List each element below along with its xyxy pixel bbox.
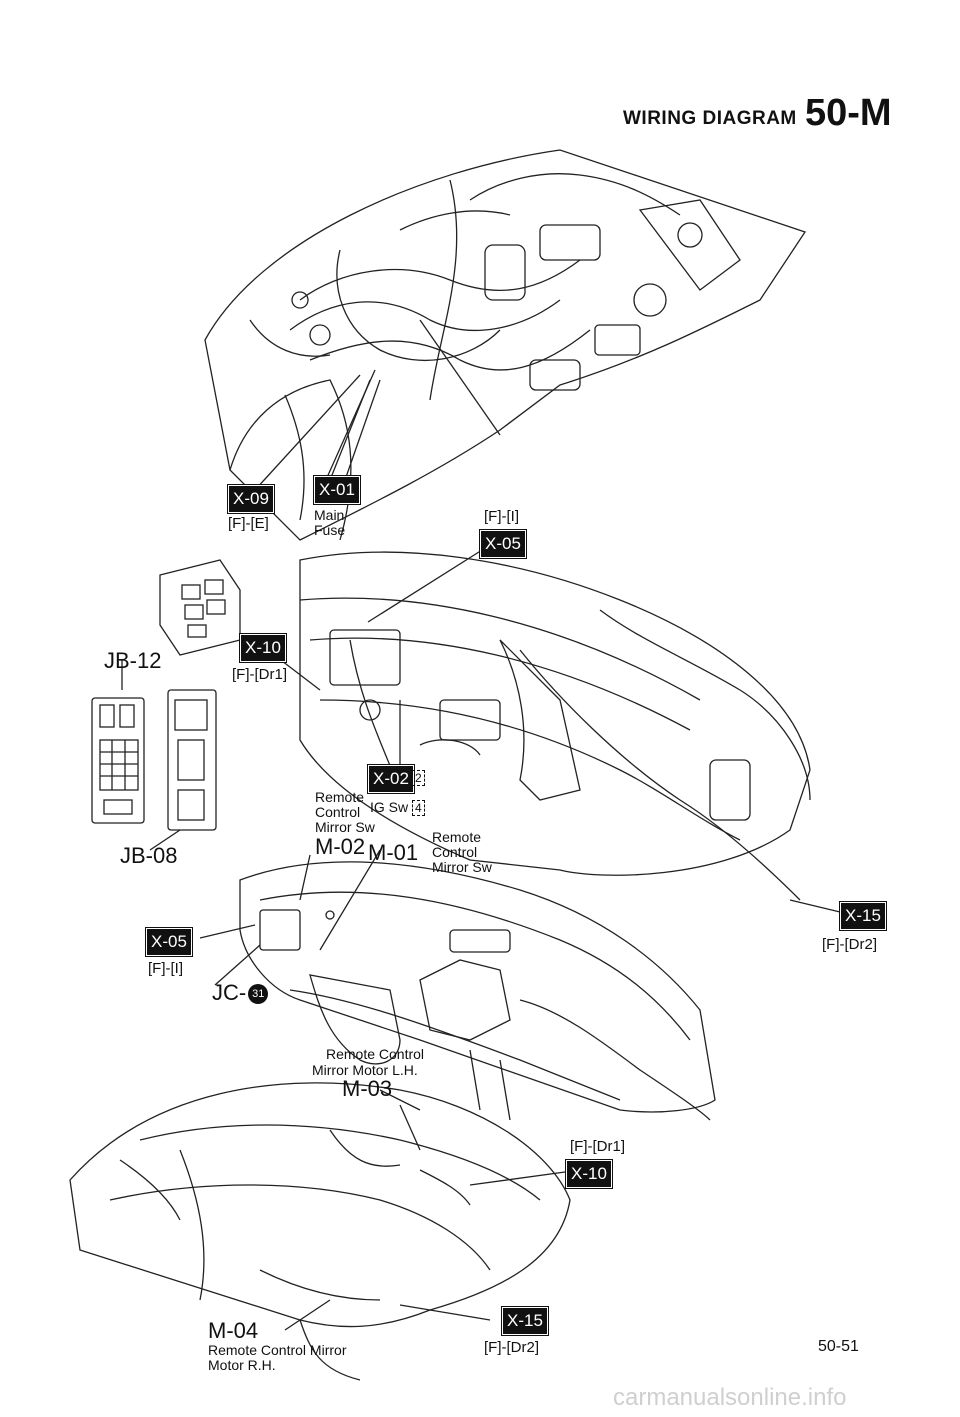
joint-connector-jc: JC-31 (212, 980, 269, 1006)
connector-badge-x05-left: X-05 (145, 927, 193, 957)
m04-label-line1: Remote Control Mirror (208, 1342, 347, 1358)
connector-ref-x09: [F]-[E] (228, 515, 269, 532)
connector-ref-x15-right: [F]-[Dr2] (822, 936, 877, 953)
connector-m03: M-03 (342, 1076, 393, 1101)
connector-badge-x05-top: X-05 (479, 529, 527, 559)
rear-body-drawing (69, 1082, 571, 1381)
m01-label-line1: Remote (432, 829, 482, 845)
connector-ref-x10-low: [F]-[Dr1] (570, 1138, 625, 1155)
instrument-panel-drawing (299, 551, 811, 901)
connector-m02: M-02 (315, 834, 366, 859)
m04-label-line2: Motor R.H. (208, 1357, 276, 1373)
m02-label-line1: Remote (315, 789, 365, 805)
main-fuse-label-2: Fuse (314, 522, 346, 538)
junction-block-jb08-label: JB-08 (120, 843, 178, 868)
junction-block-jb12-label: JB-12 (104, 648, 162, 673)
connector-badge-x10-low: X-10 (565, 1159, 613, 1189)
x02-pin-2: 2 (412, 770, 425, 786)
m02-label-line3: Mirror Sw (315, 819, 375, 835)
connector-badge-x15-low: X-15 (501, 1306, 549, 1336)
connector-m04: M-04 (208, 1318, 259, 1343)
m01-label-line3: Mirror Sw (432, 859, 492, 875)
dashboard-drawing (239, 861, 716, 1121)
diagram-title: WIRING DIAGRAM (623, 108, 797, 129)
main-fuse-label-1: Main (314, 507, 345, 523)
connector-m01: M-01 (368, 840, 419, 865)
connector-badge-x10-mid: X-10 (239, 633, 287, 663)
engine-compartment-drawing (204, 149, 807, 541)
connector-badge-x09: X-09 (227, 484, 275, 514)
watermark-text: carmanualsonline.info (613, 1384, 847, 1411)
m03-label-line2: Mirror Motor L.H. (312, 1062, 418, 1078)
connector-ref-x10-mid: [F]-[Dr1] (232, 666, 287, 683)
m01-label-line2: Control (432, 844, 478, 860)
connector-ref-x05-left: [F]-[I] (148, 960, 183, 977)
m02-label-line2: Control (315, 804, 361, 820)
junction-block-drawing (91, 660, 217, 851)
connector-badge-x15-right: X-15 (839, 901, 887, 931)
x02-pin-4: 4 (412, 800, 425, 816)
diagram-number: 50-M (805, 92, 892, 134)
connector-ref-x05-top: [F]-[I] (484, 508, 519, 525)
connector-badge-x02: X-02 (367, 764, 415, 794)
ig-sw-label: IG Sw (370, 799, 409, 815)
connector-ref-x15-low: [F]-[Dr2] (484, 1339, 539, 1356)
connector-badge-x01: X-01 (313, 475, 361, 505)
page-number: 50-51 (818, 1338, 859, 1355)
m03-label-line1: Remote Control (326, 1046, 425, 1062)
jc-number-badge: 31 (248, 984, 269, 1005)
relay-block-drawing (159, 559, 241, 656)
